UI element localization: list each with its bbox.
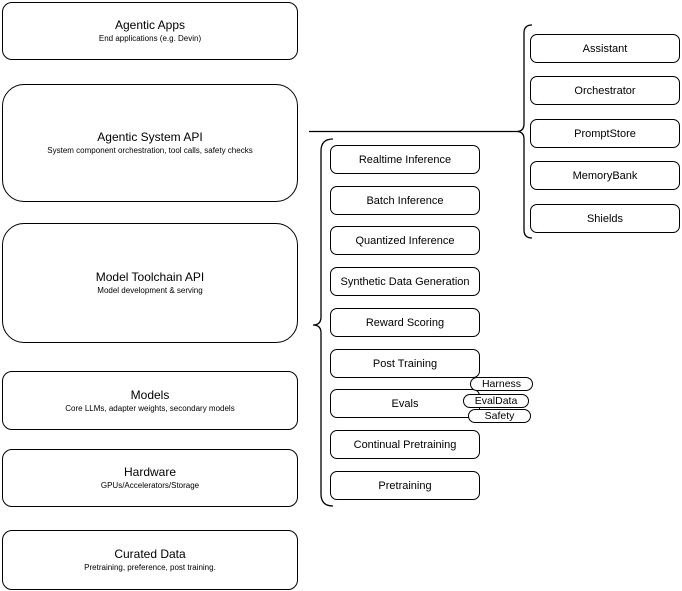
reward-scoring-label: Reward Scoring [365,316,445,329]
harness-label: Harness [481,378,522,390]
realtime-inference-label: Realtime Inference [358,153,452,166]
post-training-label: Post Training [372,357,438,370]
agentic-system-api-title: Agentic System API [97,130,203,144]
orchestrator-label: Orchestrator [574,84,636,97]
agentic-system-api-subtitle: System component orchestration, tool cal… [47,146,253,155]
agentic-system-api-box: Agentic System API System component orch… [2,84,298,202]
batch-inference-box: Batch Inference [330,186,480,215]
orchestrator-box: Orchestrator [530,76,680,105]
evals-label: Evals [391,397,419,410]
agentic-apps-box: Agentic Apps End applications (e.g. Devi… [2,2,298,60]
batch-inference-label: Batch Inference [366,194,444,207]
assistant-label: Assistant [582,42,628,55]
hardware-subtitle: GPUs/Accelerators/Storage [100,481,200,490]
evaldata-pill: EvalData [463,394,529,408]
agentic-apps-title: Agentic Apps [114,18,186,32]
assistant-box: Assistant [530,34,680,63]
model-toolchain-api-box: Model Toolchain API Model development & … [2,223,298,343]
models-subtitle: Core LLMs, adapter weights, secondary mo… [65,403,235,413]
quantized-inference-box: Quantized Inference [330,226,480,255]
pretraining-box: Pretraining [330,471,480,500]
promptstore-label: PromptStore [574,127,636,140]
quantized-inference-label: Quantized Inference [355,234,455,247]
model-toolchain-api-title: Model Toolchain API [95,270,205,284]
shields-box: Shields [530,204,680,233]
evaldata-label: EvalData [474,395,518,407]
safety-label: Safety [484,410,515,422]
models-title: Models [130,387,170,402]
shields-label: Shields [586,212,624,225]
reward-scoring-box: Reward Scoring [330,308,480,337]
hardware-title: Hardware [123,465,177,479]
pretraining-label: Pretraining [378,479,432,492]
evals-box: Evals [330,389,480,418]
harness-pill: Harness [470,377,533,391]
model-toolchain-api-subtitle: Model development & serving [97,286,203,295]
agentic-apps-subtitle: End applications (e.g. Devin) [98,34,202,43]
synthetic-data-generation-box: Synthetic Data Generation [330,267,480,296]
memorybank-label: MemoryBank [572,169,638,182]
hardware-box: Hardware GPUs/Accelerators/Storage [2,449,298,507]
continual-pretraining-label: Continual Pretraining [353,438,457,451]
memorybank-box: MemoryBank [530,161,680,190]
curated-data-subtitle: Pretraining, preference, post training. [84,563,216,572]
realtime-inference-box: Realtime Inference [330,145,480,174]
post-training-box: Post Training [330,349,480,378]
models-box: Models Core LLMs, adapter weights, secon… [2,371,298,430]
safety-pill: Safety [468,409,531,423]
promptstore-box: PromptStore [530,119,680,148]
curated-data-box: Curated Data Pretraining, preference, po… [2,530,298,590]
continual-pretraining-box: Continual Pretraining [330,430,480,459]
curated-data-title: Curated Data [114,547,186,561]
synthetic-data-generation-label: Synthetic Data Generation [340,275,470,288]
